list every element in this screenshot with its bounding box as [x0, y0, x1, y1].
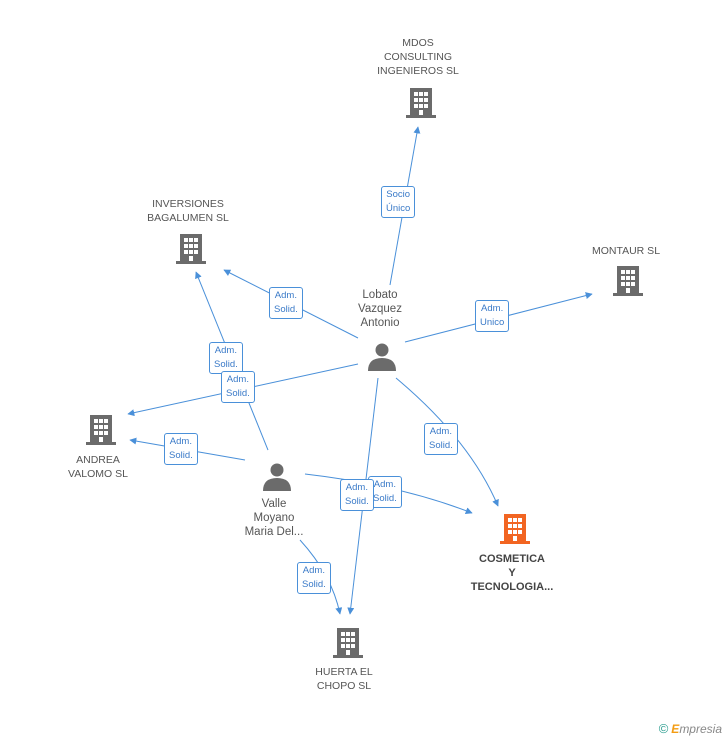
company-label-montaur[interactable]: MONTAUR SL	[591, 245, 661, 257]
building-icon-inversiones[interactable]	[176, 234, 206, 264]
edge-label-lobato-andrea: Adm. Solid.	[221, 371, 255, 403]
person-label-lobato[interactable]: Lobato Vazquez Antonio	[358, 289, 402, 329]
edge-label-valle-inversiones: Adm. Solid.	[209, 342, 243, 374]
edge-label-lobato-huerta: Adm. Solid.	[340, 479, 374, 511]
company-label-mdos[interactable]: MDOS CONSULTING INGENIEROS SL	[377, 37, 459, 77]
building-icon-montaur[interactable]	[613, 266, 643, 296]
company-label-huerta[interactable]: HUERTA EL CHOPO SL	[315, 666, 373, 692]
edge-label-valle-andrea: Adm. Solid.	[164, 433, 198, 465]
company-label-andrea[interactable]: ANDREA VALOMO SL	[68, 454, 128, 480]
empresia-watermark: ©Empresia	[659, 721, 722, 736]
edge-label-lobato-mdos: Socio Único	[381, 186, 416, 218]
company-label-inversiones[interactable]: INVERSIONES BAGALUMEN SL	[147, 198, 229, 224]
edge-label-lobato-montaur: Adm. Unico	[475, 300, 510, 332]
person-icon-valle[interactable]	[263, 463, 291, 492]
edge-label-lobato-inversiones: Adm. Solid.	[269, 287, 303, 319]
edge-label-lobato-cosmetica: Adm. Solid.	[424, 423, 458, 455]
person-icon-lobato[interactable]	[368, 343, 396, 372]
edge-lobato-cosmetica	[395, 377, 499, 507]
copyright-icon: ©	[658, 721, 669, 736]
building-icon-mdos[interactable]	[406, 88, 436, 118]
building-icon-huerta[interactable]	[333, 628, 363, 658]
brand-name: mpresia	[679, 722, 722, 736]
building-icon-cosmetica[interactable]	[500, 514, 530, 544]
person-label-valle[interactable]: Valle Moyano Maria Del...	[244, 498, 304, 538]
edge-label-valle-huerta: Adm. Solid.	[297, 562, 331, 594]
building-icon-andrea[interactable]	[86, 415, 116, 445]
company-label-cosmetica[interactable]: COSMETICA Y TECNOLOGIA...	[470, 553, 554, 593]
brand-initial: E	[671, 722, 680, 736]
